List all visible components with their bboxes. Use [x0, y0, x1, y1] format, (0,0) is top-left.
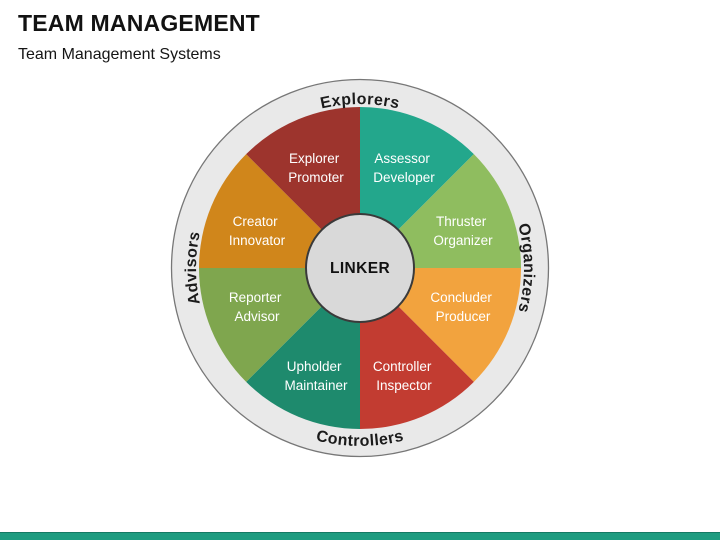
ring-label-controllers: Controllers [315, 428, 406, 450]
segment-label-concluder-producer: Concluder Producer [430, 290, 495, 324]
team-wheel-diagram: Assessor Developer Thruster Organizer Co… [170, 78, 550, 458]
ring-label-advisors: Advisors [183, 230, 204, 306]
segment-label-controller-inspector: Controller Inspector [373, 359, 435, 393]
center-hub-label: LINKER [330, 260, 390, 277]
ring-label-organizers: Organizers [514, 222, 537, 315]
segment-label-reporter-advisor: Reporter Advisor [229, 290, 285, 324]
page-subtitle: Team Management Systems [18, 46, 221, 63]
bottom-accent-bar [0, 532, 720, 540]
segment-label-upholder-maintainer: Upholder Maintainer [284, 359, 348, 393]
segment-label-thruster-organizer: Thruster Organizer [433, 214, 493, 248]
page-title: TEAM MANAGEMENT [18, 10, 260, 36]
segment-label-assessor-developer: Assessor Developer [373, 151, 435, 185]
ring-label-explorers: Explorers [319, 91, 401, 112]
segment-label-explorer-promoter: Explorer Promoter [288, 151, 344, 185]
segment-label-creator-innovator: Creator Innovator [229, 214, 286, 248]
center-hub-circle [305, 213, 415, 323]
